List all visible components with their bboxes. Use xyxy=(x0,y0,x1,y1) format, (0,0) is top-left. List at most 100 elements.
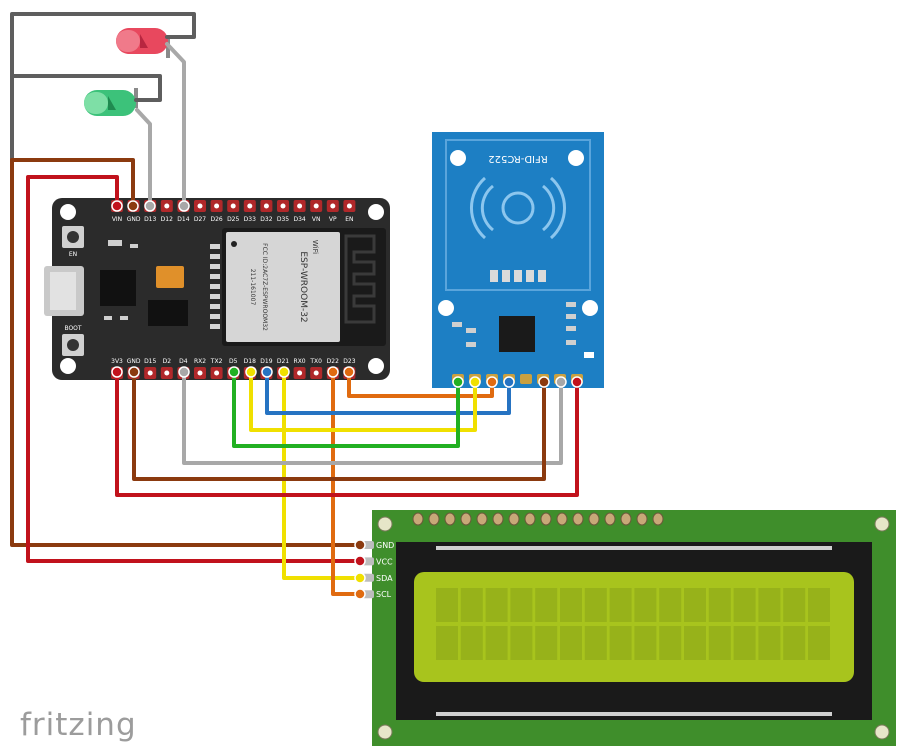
rfid-pad xyxy=(514,270,522,282)
bezel-strip xyxy=(436,546,832,550)
lcd-pad xyxy=(604,512,616,526)
lcd-pad xyxy=(556,512,568,526)
esp32-bottom-pin-label: D2 xyxy=(163,358,172,365)
esp32-top-pin-label: D35 xyxy=(277,216,289,223)
module-pad xyxy=(210,264,220,269)
mount-hole xyxy=(582,300,598,316)
fritzing-watermark: fritzing xyxy=(20,707,137,743)
rfid-label: RFID-RC522 xyxy=(488,153,547,164)
wire-rfid-rst xyxy=(347,370,494,398)
red-led-die xyxy=(140,34,148,48)
esp32-bottom-pin-label: GND xyxy=(127,358,141,365)
green-led-die xyxy=(108,96,116,110)
wire-vin-lcd xyxy=(26,175,362,563)
wire-rfid-miso xyxy=(265,370,511,415)
boot-button-cap xyxy=(67,339,79,351)
smd-part xyxy=(452,322,462,327)
lcd-top-pads xyxy=(412,512,664,526)
module-pad xyxy=(210,244,220,249)
pin1-marker xyxy=(231,241,237,247)
esp32-top-pin-hole xyxy=(263,203,269,209)
cert-label: 211-161007 xyxy=(249,269,256,306)
wire-end xyxy=(111,366,123,378)
wire-end xyxy=(278,366,290,378)
smd-part xyxy=(466,342,476,347)
esp32-bottom-pin-label: TX2 xyxy=(210,358,223,365)
wire-end xyxy=(469,376,481,388)
mount-hole xyxy=(368,358,384,374)
esp32-top-pin-hole xyxy=(330,203,336,209)
esp32-top-pin-label: D32 xyxy=(260,216,272,223)
lcd-cell xyxy=(733,588,756,622)
antenna-trace xyxy=(344,234,376,324)
mount-hole xyxy=(368,204,384,220)
lcd-pad xyxy=(460,512,472,526)
mount-hole xyxy=(377,724,393,740)
wire-end xyxy=(261,366,273,378)
lcd-cell xyxy=(485,626,508,660)
wire-end-connectors xyxy=(111,200,583,600)
esp32-top-pin-hole xyxy=(247,203,253,209)
esp32-top-pin-label: D12 xyxy=(161,216,173,223)
mount-hole xyxy=(874,724,890,740)
esp32-bottom-pin-label: D15 xyxy=(144,358,156,365)
esp32-bottom-pin-label: 3V3 xyxy=(111,358,123,365)
lcd-pad xyxy=(428,512,440,526)
module-pad xyxy=(210,284,220,289)
esp32-top-pin-label: D33 xyxy=(244,216,256,223)
esp32-top-pin-label: VIN xyxy=(112,216,122,223)
esp32-bottom-pin-label: D19 xyxy=(260,358,272,365)
lcd-pin-label: SDA xyxy=(376,574,393,583)
esp32-top-pin-label: D14 xyxy=(177,216,189,223)
green-led xyxy=(84,88,138,116)
wire-sda-lcd xyxy=(282,370,362,580)
esp32-top-pin-hole xyxy=(197,203,203,209)
module-pad xyxy=(210,314,220,319)
rfid-pin xyxy=(520,374,532,384)
lcd-cell xyxy=(584,626,607,660)
esp32-bottom-pin-label: D4 xyxy=(179,358,188,365)
mount-hole xyxy=(60,358,76,374)
rfid-pad xyxy=(502,270,510,282)
mount-hole xyxy=(377,516,393,532)
lcd-cell xyxy=(808,626,830,660)
module-pads xyxy=(210,244,220,329)
esp32-top-pin-label: D27 xyxy=(194,216,206,223)
en-button-cap xyxy=(67,231,79,243)
lcd-cell xyxy=(758,588,781,622)
wire-end xyxy=(538,376,550,388)
rfid-pad xyxy=(538,270,546,282)
fcc-label: FCC ID:2AC7Z-ESPWROOM32 xyxy=(261,243,268,331)
esp32-bottom-pin-hole xyxy=(214,370,220,376)
module-pad xyxy=(210,294,220,299)
wire-end xyxy=(354,555,366,567)
wire-end xyxy=(327,366,339,378)
module-label: ESP-WROOM-32 xyxy=(298,251,308,322)
lcd-cell xyxy=(485,588,508,622)
lcd-cell xyxy=(708,626,731,660)
esp32-top-pin-hole xyxy=(297,203,303,209)
lcd-pin-label: GND xyxy=(376,541,394,550)
esp32-bottom-pin-label: D18 xyxy=(244,358,256,365)
lcd-cell xyxy=(609,626,632,660)
mount-hole xyxy=(60,204,76,220)
lcd-cell xyxy=(808,588,830,622)
lcd-cell xyxy=(783,626,806,660)
esp32-bottom-pin-hole xyxy=(164,370,170,376)
mount-hole xyxy=(568,150,584,166)
module-pad xyxy=(210,274,220,279)
esp32-bottom-pin-hole xyxy=(147,370,153,376)
esp32-bottom-pin-hole xyxy=(313,370,319,376)
esp32-top-pin-label: D26 xyxy=(210,216,222,223)
rfid-symbol xyxy=(470,176,566,240)
red-led xyxy=(116,28,170,58)
wire-end xyxy=(452,376,464,388)
mount-hole xyxy=(438,300,454,316)
esp32-bottom-pin-label: D5 xyxy=(229,358,238,365)
lcd-cell xyxy=(560,626,582,660)
lcd-cell xyxy=(535,588,558,622)
lcd-cell xyxy=(684,588,706,622)
lcd-cell xyxy=(510,626,533,660)
